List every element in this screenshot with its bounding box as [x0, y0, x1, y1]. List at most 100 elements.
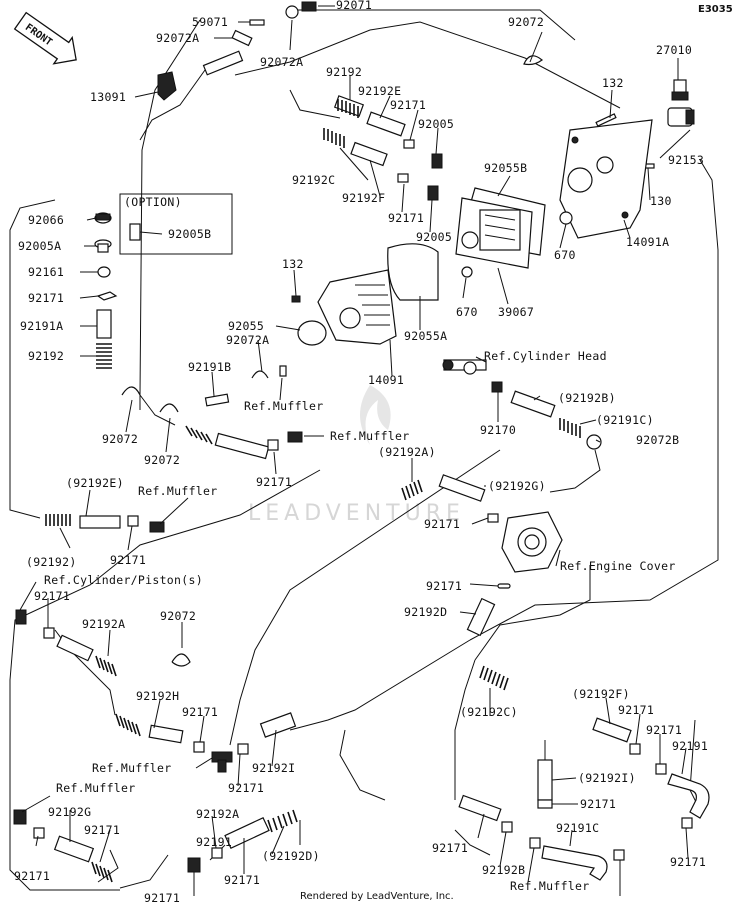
callout-label: 92171: [144, 891, 180, 905]
callout-label: 92192H: [136, 689, 179, 703]
callout-label: 92192: [326, 65, 362, 79]
callout-label: 92171: [110, 553, 146, 567]
part-spring-92192-l2: [45, 514, 71, 526]
callout-label: 92191C: [556, 821, 599, 835]
part-cylinder-head-fitting: [442, 359, 487, 375]
callout-label: Ref.Muffler: [330, 429, 409, 443]
part-muffler-bolt: [279, 365, 287, 377]
callout-label: 92191: [196, 835, 232, 849]
callout-label: 670: [456, 305, 478, 319]
watermark: LEADVENTURE: [248, 385, 460, 526]
callout-label: (92192G): [488, 479, 546, 493]
part-spring-92192a-ll2: [91, 861, 113, 883]
part-muffler-fitting-l2: [149, 521, 165, 533]
callout-label: 92192B: [482, 863, 525, 877]
callout-label: 92171: [670, 855, 706, 869]
part-hose-92192f: [350, 141, 388, 167]
part-spring-92192h: [115, 713, 141, 737]
part-clip-92171-t: [237, 743, 249, 755]
callout-label: 92171: [390, 98, 426, 112]
part-spring-92192a-ll: [95, 655, 117, 677]
part-muffler-fitting-bottom: [187, 857, 201, 873]
callout-label: 92171: [182, 705, 218, 719]
callout-label: 92055A: [404, 329, 447, 343]
callout-label: 92072B: [636, 433, 679, 447]
front-arrow-icon: FRONT: [13, 11, 77, 65]
part-hose-92191b: [204, 393, 230, 407]
callout-label: 59071: [192, 15, 228, 29]
callout-label: 92171: [432, 841, 468, 855]
part-92072a-clamp-left: [231, 29, 253, 47]
part-spring-92192-left: [96, 343, 112, 369]
part-hose-top-left: [202, 50, 244, 76]
callout-label: 92171: [256, 475, 292, 489]
callout-label: Ref.Cylinder/Piston(s): [44, 573, 203, 587]
part-hose-92192g: [438, 474, 486, 502]
callout-label: 92192F: [342, 191, 385, 205]
footer-credit: Rendered by LeadVenture, Inc.: [300, 891, 454, 902]
part-92072a-clamp-top: [285, 5, 299, 19]
part-clip-92171-pump: [487, 513, 499, 523]
callout-label: 92171: [34, 589, 70, 603]
callout-label: 92171: [646, 723, 682, 737]
callout-label: 92191A: [20, 319, 63, 333]
callout-labels: 59071 92071 92072A 92072A 92072 27010 13…: [14, 0, 708, 905]
part-clip-92171-d: [501, 821, 513, 833]
callout-label: 14091A: [626, 235, 669, 249]
callout-label: Ref.Muffler: [56, 781, 135, 795]
part-spring-92192-mid: [185, 425, 213, 445]
part-hose-92192b: [510, 390, 556, 418]
part-clamp-92072b: [586, 434, 602, 450]
callout-label: 92171: [224, 873, 260, 887]
callout-label: 92191: [672, 739, 708, 753]
part-92161: [97, 266, 111, 278]
callout-label: 92072A: [260, 55, 303, 69]
part-92066: [94, 212, 112, 224]
part-hose-92192e: [366, 111, 406, 137]
part-clip-92171-l2: [127, 515, 139, 527]
callout-label: 92171: [388, 211, 424, 225]
part-clip-92171-h: [193, 741, 205, 753]
part-t-fitting: [211, 751, 233, 773]
callout-label: 92192A: [82, 617, 125, 631]
callout-label: 92192E: [358, 84, 401, 98]
leader-lines: [19, 5, 691, 896]
callout-label: Ref.Muffler: [244, 399, 323, 413]
part-hose-mid: [214, 432, 270, 460]
part-clip-92171-d2: [529, 837, 541, 849]
callout-label: (92192D): [262, 849, 320, 863]
part-clip-92171-b: [397, 173, 409, 183]
callout-label: 92072: [144, 453, 180, 467]
callout-label: 13091: [90, 90, 126, 104]
callout-label: 92171: [580, 797, 616, 811]
callout-label: 92192C: [292, 173, 335, 187]
callout-label: 92171: [618, 703, 654, 717]
callout-label: (92192E): [66, 476, 124, 490]
callout-label: Ref.Engine Cover: [560, 559, 676, 573]
callout-label: 92055B: [484, 161, 527, 175]
part-clamp-92072a-mid: [251, 370, 269, 379]
diagram-code: E3035: [698, 4, 733, 15]
part-39067-housing: [455, 197, 533, 269]
part-clip-92171-rr: [681, 817, 693, 829]
part-cylinder-fitting: [15, 609, 27, 625]
callout-label: 92171: [426, 579, 462, 593]
part-14091-cover: [317, 269, 397, 345]
part-muffler-fitting-mid: [287, 431, 303, 443]
callout-label: 92072: [508, 15, 544, 29]
part-92170: [491, 381, 503, 393]
part-14091a-cover: [559, 119, 653, 239]
part-bolt-132-top: [595, 113, 617, 127]
part-92005-lower: [427, 185, 439, 201]
callout-label: Ref.Cylinder Head: [484, 349, 607, 363]
part-clip-92171-mid: [267, 439, 279, 451]
callout-label: Ref.Muffler: [138, 484, 217, 498]
option-box: [119, 193, 233, 255]
part-clip-92171-a: [403, 139, 415, 149]
part-27010: [671, 79, 689, 101]
callout-label: 92055: [228, 319, 264, 333]
callout-label: 130: [650, 194, 672, 208]
part-spring-92192c: [323, 128, 345, 148]
callout-label: 92153: [668, 153, 704, 167]
